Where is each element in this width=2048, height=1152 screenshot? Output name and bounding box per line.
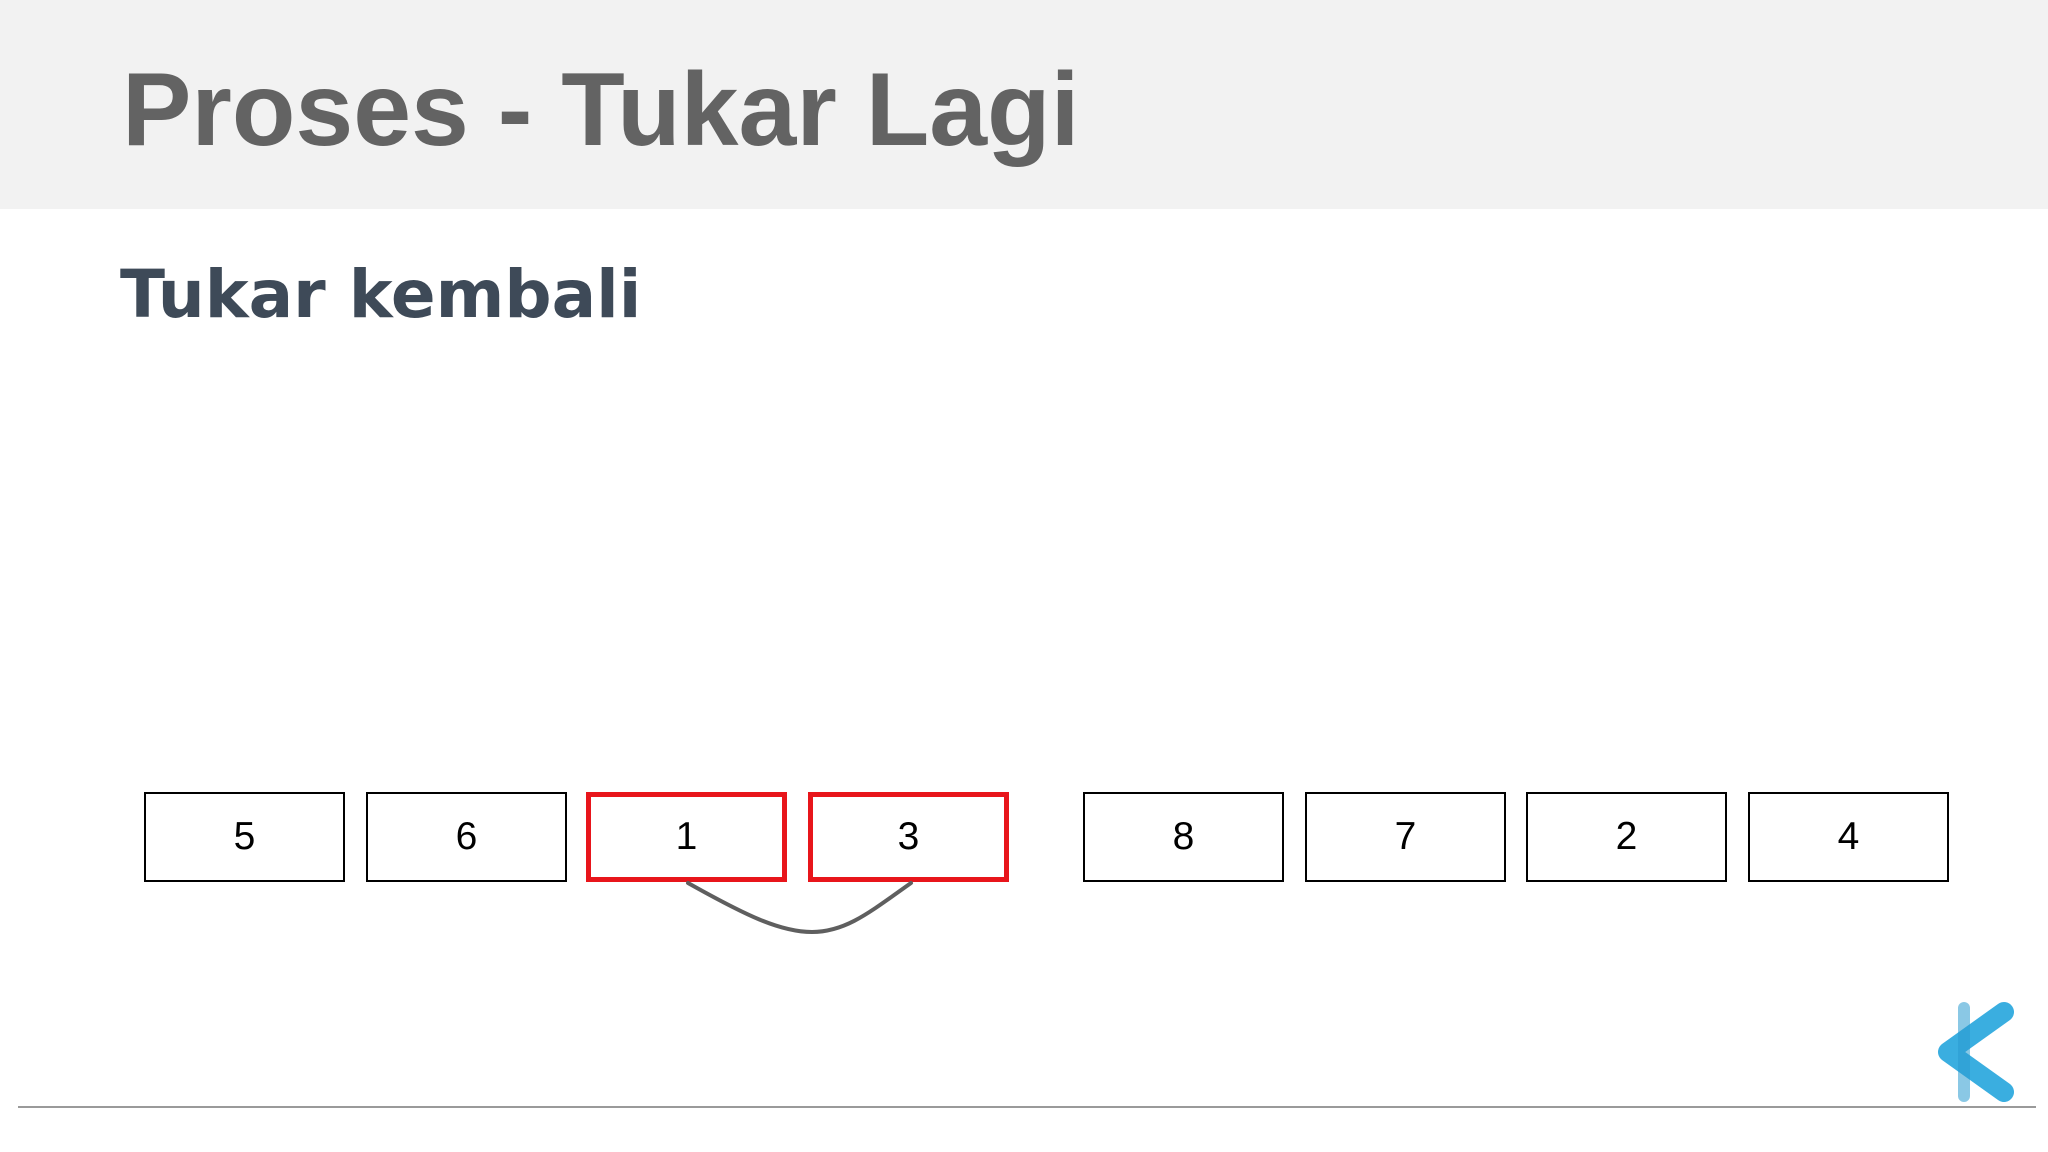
array-cell-6: 2 — [1526, 792, 1727, 882]
slide-header — [0, 0, 2048, 209]
array-cell-1: 6 — [366, 792, 567, 882]
array-cell-5: 7 — [1305, 792, 1506, 882]
array-cell-4: 8 — [1083, 792, 1284, 882]
array-cell-7: 4 — [1748, 792, 1949, 882]
chevron-left-logo-icon — [1938, 1002, 2014, 1102]
footer-divider — [18, 1106, 2036, 1108]
array-cell-0: 5 — [144, 792, 345, 882]
slide-title: Proses - Tukar Lagi — [122, 52, 1080, 168]
array-cell-2-highlighted: 1 — [586, 792, 787, 882]
slide-subtitle: Tukar kembali — [120, 256, 642, 333]
array-cell-3-highlighted: 3 — [808, 792, 1009, 882]
